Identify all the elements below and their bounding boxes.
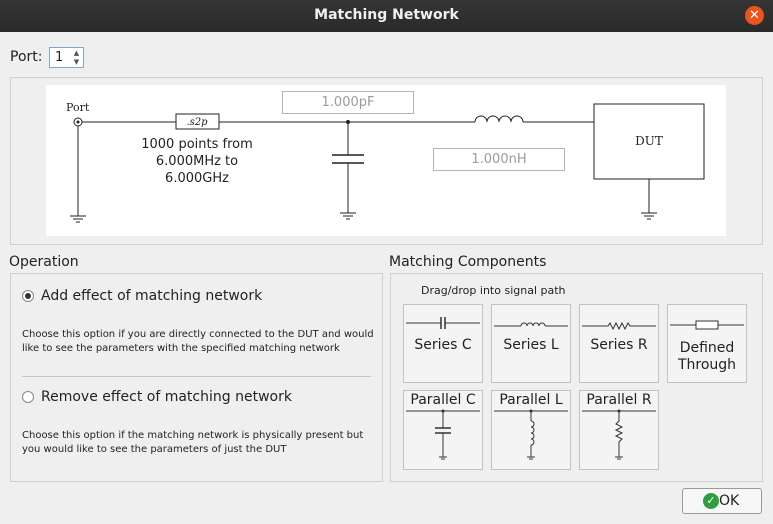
remove-effect-label[interactable]: Remove effect of matching network [41,389,292,405]
port-value[interactable]: 1 [55,50,64,65]
remove-effect-description: Choose this option if the matching netwo… [22,429,363,457]
resistor-icon [582,321,656,331]
s2p-info-line2: 6.000MHz to [156,154,238,169]
spin-down-icon[interactable]: ▼ [73,58,80,66]
parallel-inductor-icon [494,409,568,460]
dut-label: DUT [635,134,663,148]
spin-up-icon[interactable]: ▲ [73,49,80,57]
port-label: Port: [10,49,43,65]
defined-through-icon [670,320,744,330]
s2p-block[interactable]: .s2p [175,113,220,130]
ok-label: OK [719,493,740,509]
parallel-r-component[interactable]: Parallel R [579,390,659,470]
diagram-frame [10,77,763,245]
remove-effect-radio[interactable] [22,391,34,403]
remove-effect-description-line1: Choose this option if the matching netwo… [22,430,364,441]
close-icon: ✕ [749,8,760,23]
parallel-l-label: Parallel L [499,392,563,408]
drag-drop-hint: Drag/drop into signal path [421,284,566,297]
series-c-component[interactable]: Series C [403,304,483,383]
s2p-info-line3: 6.000GHz [165,171,229,186]
defined-through-label-line2: Through [677,357,737,373]
operation-title: Operation [9,254,79,270]
components-panel [390,273,763,482]
add-effect-description-line1: Choose this option if you are directly c… [22,329,374,340]
parallel-c-label: Parallel C [410,392,476,408]
close-button[interactable]: ✕ [745,6,764,25]
add-effect-description: Choose this option if you are directly c… [22,328,374,356]
dut-block: DUT [593,103,705,220]
ok-button[interactable]: ✓ OK [682,488,762,514]
operation-panel [10,273,383,482]
radio-selected-dot [25,293,31,299]
parallel-c-component[interactable]: Parallel C [403,390,483,470]
defined-through-label: Defined Through [668,340,746,374]
add-effect-radio[interactable] [22,290,34,302]
parallel-l-component[interactable]: Parallel L [491,390,571,470]
series-l-label: Series L [503,337,559,353]
inductor-value-field[interactable]: 1.000nH [433,148,565,171]
add-effect-description-line2: like to see the parameters with the spec… [22,343,340,354]
parallel-capacitor-icon [406,409,480,460]
port-label-text: Port [66,101,90,114]
title-bar: Matching Network ✕ [0,0,773,32]
s2p-info-line1: 1000 points from [141,137,253,152]
remove-effect-description-line2: you would like to see the parameters of … [22,444,287,455]
defined-through-label-line1: Defined [679,340,735,356]
operation-divider [22,376,371,377]
series-r-component[interactable]: Series R [579,304,659,383]
series-c-label: Series C [414,337,472,353]
circuit-schematic: Port .s2p 1000 points from 6.000MHz to 6… [66,101,705,223]
inductor-icon [494,322,568,327]
port-spinbox[interactable]: 1 ▲ ▼ [49,47,84,68]
parallel-r-label: Parallel R [586,392,652,408]
capacitor-icon [406,317,480,329]
port-terminal-icon [70,117,86,223]
components-title: Matching Components [389,254,547,270]
add-effect-label[interactable]: Add effect of matching network [41,288,263,304]
capacitor-value-field[interactable]: 1.000pF [282,91,414,114]
s2p-label: .s2p [186,117,208,128]
series-l-component[interactable]: Series L [491,304,571,383]
window-title: Matching Network [314,7,459,23]
parallel-resistor-icon [582,409,656,460]
shunt-capacitor-icon[interactable] [332,120,364,220]
series-inductor-icon[interactable] [474,115,524,123]
series-r-label: Series R [590,337,648,353]
check-icon: ✓ [703,493,719,509]
defined-through-component[interactable]: Defined Through [667,304,747,383]
